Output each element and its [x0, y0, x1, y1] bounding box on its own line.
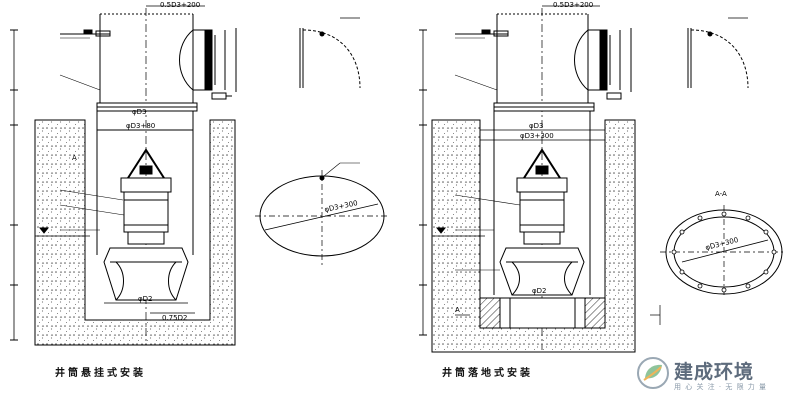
watermark-logo: 建成环境 用 心 关 注 · 无 限 力 量 [628, 354, 781, 398]
left-dim-foot: 0.75D2 [162, 314, 187, 322]
section-label: A-A [715, 190, 727, 198]
left-circle-dim: φD3+300 [324, 199, 359, 214]
left-install-drawing [10, 5, 237, 346]
right-dim-top: 0.5D3+200 [553, 1, 593, 9]
right-plan-ring [660, 205, 785, 298]
right-caption: 井筒落地式安装 [442, 368, 533, 379]
leaf-logo-icon [637, 357, 669, 389]
left-elbow-detail [299, 17, 361, 89]
right-dim-bottom: φD2 [532, 287, 546, 295]
left-caption: 井筒悬挂式安装 [55, 368, 146, 379]
watermark-name: 建成环境 [674, 361, 755, 383]
watermark-slogan: 用 心 关 注 · 无 限 力 量 [674, 383, 768, 391]
left-dim-top: 0.5D3+200 [160, 1, 200, 9]
right-install-drawing [419, 5, 661, 353]
right-circle-dim: φD3+300 [705, 236, 740, 252]
right-dim-inner: φD3 [529, 122, 543, 130]
right-elbow-detail [687, 17, 749, 89]
section-marker-left: A [72, 154, 77, 162]
left-dim-inner: φD3 [132, 108, 146, 116]
left-plan-circle [255, 162, 390, 265]
left-dim-outer: φD3+80 [126, 122, 155, 130]
right-dim-outer: φD3+300 [520, 132, 554, 140]
section-marker-right: A [455, 306, 460, 314]
left-dim-bottom: φD2 [138, 295, 152, 303]
